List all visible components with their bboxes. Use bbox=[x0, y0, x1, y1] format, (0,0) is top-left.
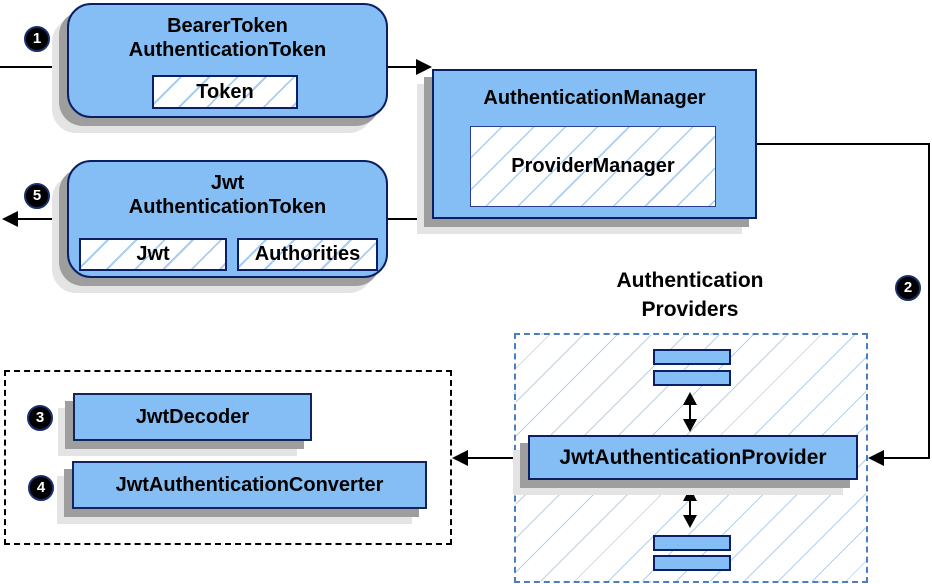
arrowhead-right-icon bbox=[416, 59, 432, 75]
arrow-stem bbox=[689, 497, 691, 519]
provider-slot-rect bbox=[653, 535, 731, 551]
bearer-token-authentication-token-box: BearerToken AuthenticationToken Token bbox=[67, 3, 388, 118]
manager-to-providers-line-top bbox=[757, 143, 930, 145]
provider-manager-box: ProviderManager bbox=[470, 126, 716, 207]
provider-slot-rect bbox=[653, 349, 731, 365]
authentication-manager-title: AuthenticationManager bbox=[483, 87, 706, 109]
jwt-decoder-box: JwtDecoder bbox=[73, 393, 312, 441]
provider-to-decoders-line bbox=[466, 457, 528, 459]
double-arrow-icon bbox=[682, 392, 698, 432]
arrow-stem bbox=[689, 401, 691, 423]
jwt-out-line bbox=[16, 218, 67, 220]
provider-slot-rect bbox=[653, 370, 731, 386]
jwt-authentication-provider-box: JwtAuthenticationProvider bbox=[528, 435, 858, 480]
jwt-token-title-line2: AuthenticationToken bbox=[128, 196, 327, 218]
arrowhead-left-icon bbox=[452, 450, 468, 466]
step-marker-2: 2 bbox=[895, 275, 921, 301]
request-in-line bbox=[0, 66, 67, 68]
decoders-group bbox=[4, 370, 452, 545]
provider-slot-rect bbox=[653, 555, 731, 571]
bearer-token-title-line1: BearerToken bbox=[167, 15, 288, 37]
manager-to-providers-line-right bbox=[928, 143, 930, 459]
jwt-token-title-line1: Jwt bbox=[210, 172, 245, 194]
authorities-chip: Authorities bbox=[237, 238, 378, 271]
authentication-manager-box: AuthenticationManager ProviderManager bbox=[432, 69, 757, 219]
jwt-chip: Jwt bbox=[79, 238, 227, 271]
providers-label-line2: Providers bbox=[641, 298, 739, 321]
bearer-to-manager-line bbox=[388, 66, 418, 68]
token-chip: Token bbox=[152, 75, 298, 109]
jwt-authentication-converter-box: JwtAuthenticationConverter bbox=[72, 461, 427, 509]
step-marker-3: 3 bbox=[27, 405, 53, 431]
authentication-providers-label: Authentication Providers bbox=[565, 266, 815, 324]
double-arrow-icon bbox=[682, 488, 698, 528]
manager-to-jwt-line bbox=[388, 218, 432, 220]
bearer-token-title-line2: AuthenticationToken bbox=[128, 39, 327, 61]
arrowhead-left-icon bbox=[2, 211, 18, 227]
jwt-authentication-token-box: Jwt AuthenticationToken Jwt Authorities bbox=[67, 160, 388, 278]
arrowhead-left-icon bbox=[868, 450, 884, 466]
providers-label-line1: Authentication bbox=[616, 269, 764, 292]
step-marker-5: 5 bbox=[24, 183, 50, 209]
step-marker-4: 4 bbox=[28, 475, 54, 501]
step-marker-1: 1 bbox=[24, 26, 50, 52]
manager-to-providers-line-bottom bbox=[882, 457, 930, 459]
